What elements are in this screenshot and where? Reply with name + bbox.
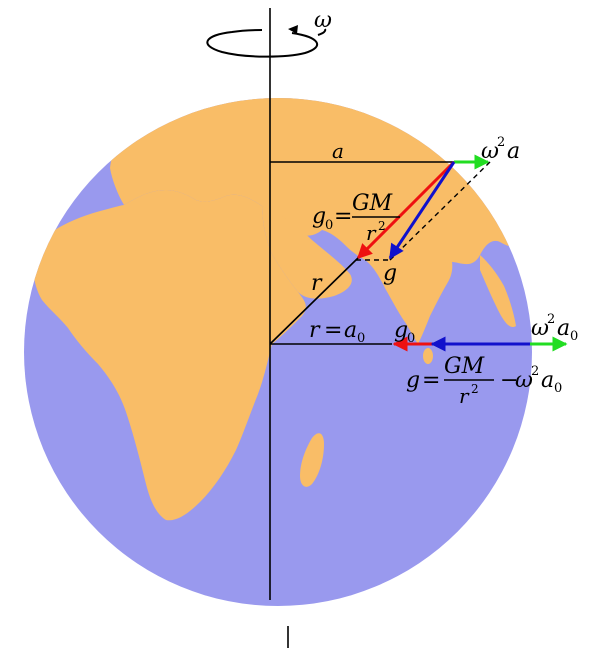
- g-arrow-upper: [388, 161, 456, 260]
- svg-text:r: r: [366, 221, 377, 245]
- arabia-landmass: [262, 206, 352, 299]
- svg-text:0: 0: [407, 331, 415, 346]
- r-equals-a0-label: r = a 0: [309, 318, 365, 346]
- india-landmass: [385, 262, 453, 344]
- svg-text:2: 2: [497, 135, 505, 150]
- omega2a-label: ω 2 a: [481, 135, 520, 164]
- svg-text:a: a: [541, 368, 554, 393]
- rotation-arrowhead: [288, 25, 298, 34]
- svg-text:0: 0: [570, 329, 578, 344]
- g-label-upper: g: [383, 261, 397, 286]
- g-formula-equator: g = GM r 2 − ω 2 a 0: [406, 354, 562, 408]
- svg-text:GM: GM: [352, 191, 393, 216]
- southeast-asia-landmass: [480, 255, 516, 328]
- radius-r-line: [269, 257, 359, 345]
- svg-text:=: =: [334, 204, 352, 229]
- svg-text:0: 0: [357, 331, 365, 346]
- svg-text:r: r: [309, 318, 321, 343]
- svg-text:2: 2: [531, 364, 539, 379]
- radius-r-label: r: [311, 271, 323, 296]
- eurasia-landmass: [110, 98, 530, 322]
- g0-arrow-upper: [356, 160, 456, 260]
- svg-text:−: −: [500, 368, 518, 393]
- radius-a-label: a: [332, 139, 344, 163]
- g0-label-equator: g 0: [394, 318, 415, 346]
- svg-text:=: =: [324, 318, 342, 343]
- svg-text:0: 0: [325, 218, 333, 233]
- svg-text:a: a: [507, 139, 520, 164]
- svg-text:ω: ω: [481, 139, 499, 164]
- sri-lanka-landmass: [423, 348, 433, 364]
- svg-text:ω: ω: [531, 316, 549, 341]
- svg-text:r: r: [459, 384, 470, 408]
- svg-text:g: g: [406, 368, 420, 393]
- svg-text:2: 2: [378, 219, 386, 233]
- madagascar-landmass: [300, 433, 324, 487]
- svg-text:2: 2: [547, 312, 555, 327]
- omega-label: ω: [314, 8, 332, 33]
- landmasses: [33, 98, 530, 521]
- svg-text:a: a: [344, 318, 357, 343]
- omega2a0-label: ω 2 a 0: [531, 312, 578, 344]
- svg-text:g: g: [312, 204, 326, 229]
- rotation-arrow-left-part: [317, 28, 327, 36]
- svg-text:=: =: [422, 368, 440, 393]
- svg-text:ω: ω: [515, 368, 533, 393]
- rotation-arrow: [206, 29, 319, 58]
- svg-text:a: a: [557, 316, 570, 341]
- africa-landmass: [33, 190, 306, 521]
- svg-text:g: g: [394, 318, 408, 343]
- svg-text:2: 2: [471, 382, 479, 396]
- g0-formula-upper: g 0 = GM r 2: [312, 191, 400, 245]
- svg-text:0: 0: [554, 381, 562, 396]
- svg-text:GM: GM: [444, 354, 485, 379]
